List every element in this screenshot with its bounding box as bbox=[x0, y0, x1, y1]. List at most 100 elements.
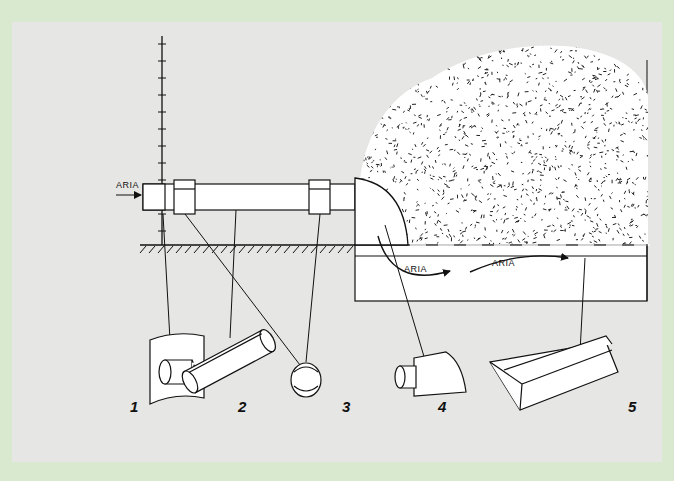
grain-speck bbox=[573, 141, 575, 142]
grain-speck bbox=[587, 144, 589, 146]
grain-speck bbox=[635, 51, 637, 52]
grain-speck bbox=[571, 68, 572, 72]
grain-speck bbox=[527, 82, 529, 83]
grain-speck bbox=[546, 112, 548, 114]
grain-speck bbox=[540, 179, 542, 181]
grain-speck bbox=[422, 142, 423, 145]
grain-speck bbox=[627, 233, 628, 235]
grain-speck bbox=[425, 221, 426, 224]
grain-speck bbox=[427, 119, 428, 120]
grain-speck bbox=[571, 123, 572, 126]
grain-speck bbox=[544, 230, 548, 231]
grain-speck bbox=[410, 85, 412, 87]
grain-speck bbox=[594, 241, 597, 243]
channel-part bbox=[490, 336, 618, 410]
grain-speck bbox=[386, 189, 388, 190]
grain-speck bbox=[560, 226, 561, 228]
grain-speck bbox=[461, 111, 463, 113]
grain-speck bbox=[580, 156, 583, 158]
grain-speck bbox=[368, 140, 369, 143]
grain-speck bbox=[574, 46, 577, 47]
grain-speck bbox=[395, 47, 396, 50]
grain-speck bbox=[610, 196, 612, 199]
grain-speck bbox=[550, 63, 553, 64]
air-label: ARIA bbox=[404, 265, 427, 274]
leader-lines bbox=[163, 210, 585, 365]
grain-speck bbox=[643, 177, 644, 179]
grain-speck bbox=[426, 50, 428, 52]
grain-speck bbox=[477, 238, 480, 240]
grain-speck bbox=[568, 108, 572, 109]
grain-speck bbox=[377, 81, 379, 84]
grain-speck bbox=[498, 243, 500, 246]
grain-speck bbox=[570, 50, 573, 52]
grain-speck bbox=[401, 123, 403, 125]
grain-speck bbox=[555, 104, 557, 106]
grain-speck bbox=[367, 156, 369, 157]
grain-speck bbox=[562, 59, 564, 61]
grain-speck bbox=[416, 209, 420, 211]
grain-speck bbox=[422, 76, 425, 78]
grain-speck bbox=[578, 211, 579, 212]
grain-speck bbox=[589, 217, 590, 218]
grain-speck bbox=[497, 137, 499, 138]
grain-speck bbox=[560, 194, 562, 197]
grain-speck bbox=[618, 123, 619, 124]
grain-speck bbox=[535, 97, 536, 99]
grain-speck bbox=[433, 166, 434, 168]
grain-speck bbox=[614, 69, 615, 73]
grain-speck bbox=[594, 186, 596, 188]
grain-speck bbox=[435, 223, 437, 225]
grain-speck bbox=[447, 127, 448, 130]
grain-speck bbox=[490, 240, 492, 241]
grain-speck bbox=[462, 136, 464, 139]
grain-speck bbox=[515, 63, 516, 65]
grain-speck bbox=[493, 181, 495, 183]
grain-speck bbox=[631, 122, 632, 123]
grain-speck bbox=[481, 100, 484, 102]
wall-tick bbox=[158, 95, 166, 96]
hatch-stroke bbox=[329, 246, 335, 253]
grain-speck bbox=[648, 85, 650, 86]
grain-speck bbox=[617, 148, 618, 150]
grain-speck bbox=[527, 77, 530, 78]
grain-speck bbox=[538, 83, 540, 86]
grain-speck bbox=[391, 88, 393, 90]
grain-speck bbox=[364, 62, 365, 64]
grain-speck bbox=[487, 74, 488, 76]
grain-speck bbox=[601, 185, 603, 187]
wall-tick bbox=[158, 180, 166, 181]
grain-speck bbox=[402, 69, 403, 72]
grain-speck bbox=[416, 205, 418, 207]
wall-tick bbox=[158, 44, 166, 45]
grain-speck bbox=[626, 79, 628, 80]
grain-speck bbox=[540, 185, 542, 186]
grain-speck bbox=[584, 209, 586, 211]
grain-speck bbox=[410, 105, 411, 109]
grain-speck bbox=[631, 204, 632, 207]
grain-speck bbox=[511, 186, 514, 187]
grain-speck bbox=[427, 137, 428, 139]
grain-speck bbox=[375, 149, 377, 150]
grain-speck bbox=[470, 154, 471, 156]
grain-speck bbox=[475, 198, 476, 200]
grain-speck bbox=[544, 235, 545, 238]
grain-speck bbox=[369, 99, 371, 101]
grain-speck bbox=[587, 216, 590, 217]
grain-speck bbox=[565, 229, 566, 232]
grain-speck bbox=[462, 231, 466, 232]
grain-speck bbox=[485, 82, 487, 85]
hatch-stroke bbox=[140, 246, 146, 253]
grain-speck bbox=[446, 235, 449, 237]
grain-speck bbox=[631, 219, 633, 220]
grain-speck bbox=[639, 99, 640, 100]
grain-speck bbox=[457, 152, 460, 155]
grain-speck bbox=[557, 124, 559, 126]
grain-speck bbox=[552, 225, 554, 226]
hatch-stroke bbox=[167, 246, 173, 253]
grain-speck bbox=[577, 118, 579, 120]
grain-speck bbox=[595, 208, 598, 211]
grain-speck bbox=[506, 242, 507, 243]
grain-speck bbox=[587, 113, 589, 115]
grain-speck bbox=[594, 89, 595, 92]
